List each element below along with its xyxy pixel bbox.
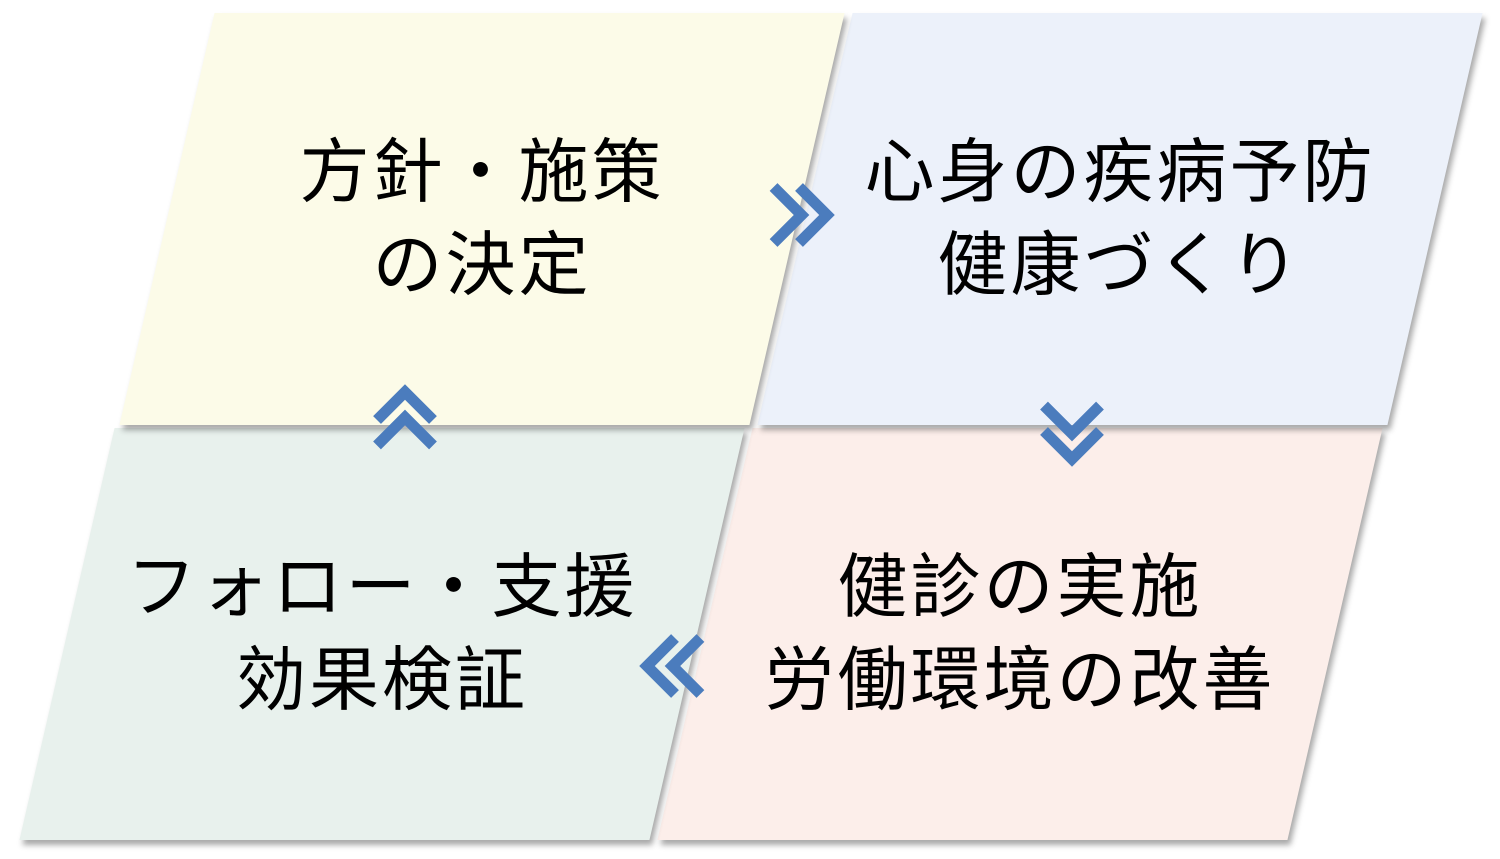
label-prevention: 心身の疾病予防 健康づくり [740,99,1500,339]
label-prevention-line2: 健康づくり [937,226,1303,304]
label-policy-line2: の決定 [372,226,592,304]
double-chevron-right-icon [760,181,838,249]
double-chevron-up-icon [371,381,439,459]
label-checkup: 健診の実施 労働環境の改善 [640,514,1400,754]
label-follow-up: フォロー・支援 効果検証 [2,514,762,754]
label-policy-line1: 方針・施策 [299,132,665,211]
label-prevention-line1: 心身の疾病予防 [864,132,1376,211]
label-follow-up-line2: 効果検証 [236,641,528,719]
label-checkup-line2: 労働環境の改善 [764,641,1276,719]
label-follow-up-line1: フォロー・支援 [126,547,638,626]
label-checkup-line1: 健診の実施 [837,547,1203,626]
label-policy: 方針・施策 の決定 [102,99,862,339]
double-chevron-down-icon [1038,392,1106,470]
double-chevron-left-icon [636,632,714,700]
